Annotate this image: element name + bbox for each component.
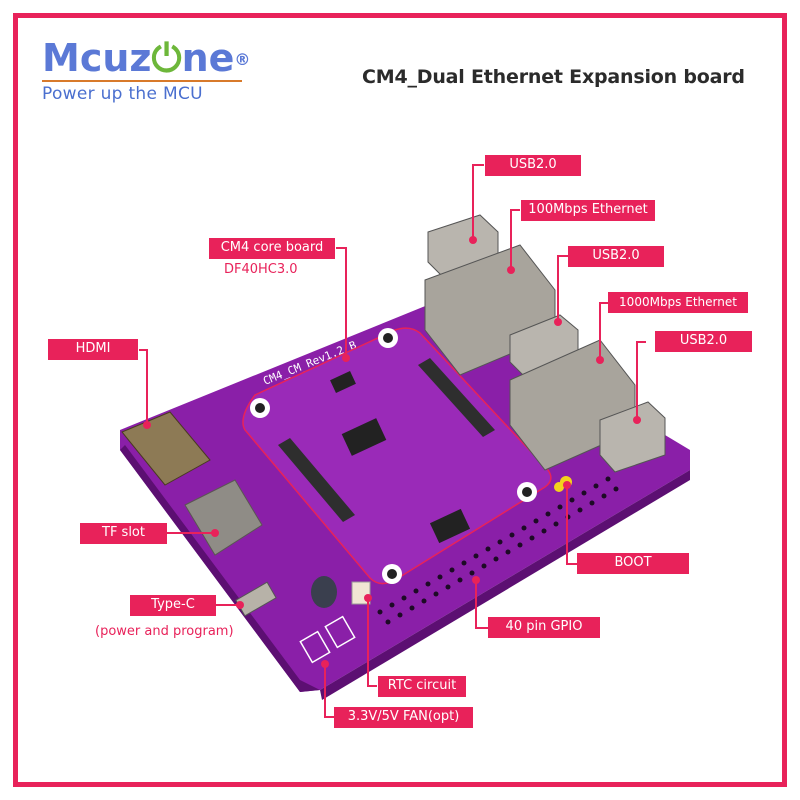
brand-wordmark: Mcuz⏻ne® — [42, 38, 250, 78]
callout-cm4-core-sub: DF40HC3.0 — [224, 262, 298, 277]
callout-usb-2: USB2.0 — [568, 246, 664, 267]
registered-mark: ® — [234, 50, 251, 69]
callout-cm4-core: CM4 core board — [209, 238, 335, 259]
power-icon: ⏻ — [151, 36, 182, 80]
page-title: CM4_Dual Ethernet Expansion board — [362, 66, 745, 88]
gpio-header-art — [377, 476, 619, 625]
callout-type-c: Type-C — [130, 595, 216, 616]
page-frame — [13, 13, 787, 787]
callout-eth-100: 100Mbps Ethernet — [521, 200, 655, 221]
callout-usb-3: USB2.0 — [655, 331, 752, 352]
callout-tf-slot: TF slot — [80, 523, 167, 544]
callout-eth-1000: 1000Mbps Ethernet — [608, 292, 748, 313]
callout-rtc: RTC circuit — [378, 676, 466, 697]
brand-tagline: Power up the MCU — [42, 84, 203, 104]
hdmi-connector-art — [121, 411, 211, 486]
brand-prefix: Mcuz — [42, 36, 152, 80]
callout-usb-1: USB2.0 — [485, 155, 581, 176]
tf-slot-art — [184, 479, 263, 556]
callout-hdmi: HDMI — [48, 339, 138, 360]
usb-port-3-art — [599, 401, 666, 473]
callout-boot: BOOT — [577, 553, 689, 574]
callout-fan: 3.3V/5V FAN(opt) — [334, 707, 473, 728]
callout-type-c-sub: (power and program) — [95, 624, 234, 639]
brand-suffix: ne — [181, 36, 235, 80]
cm4-outline — [242, 327, 552, 585]
brand-underline — [42, 80, 242, 82]
brand-logo: Mcuz⏻ne® Power up the MCU — [42, 38, 250, 104]
callout-dots — [143, 236, 641, 668]
callout-gpio: 40 pin GPIO — [488, 617, 600, 638]
